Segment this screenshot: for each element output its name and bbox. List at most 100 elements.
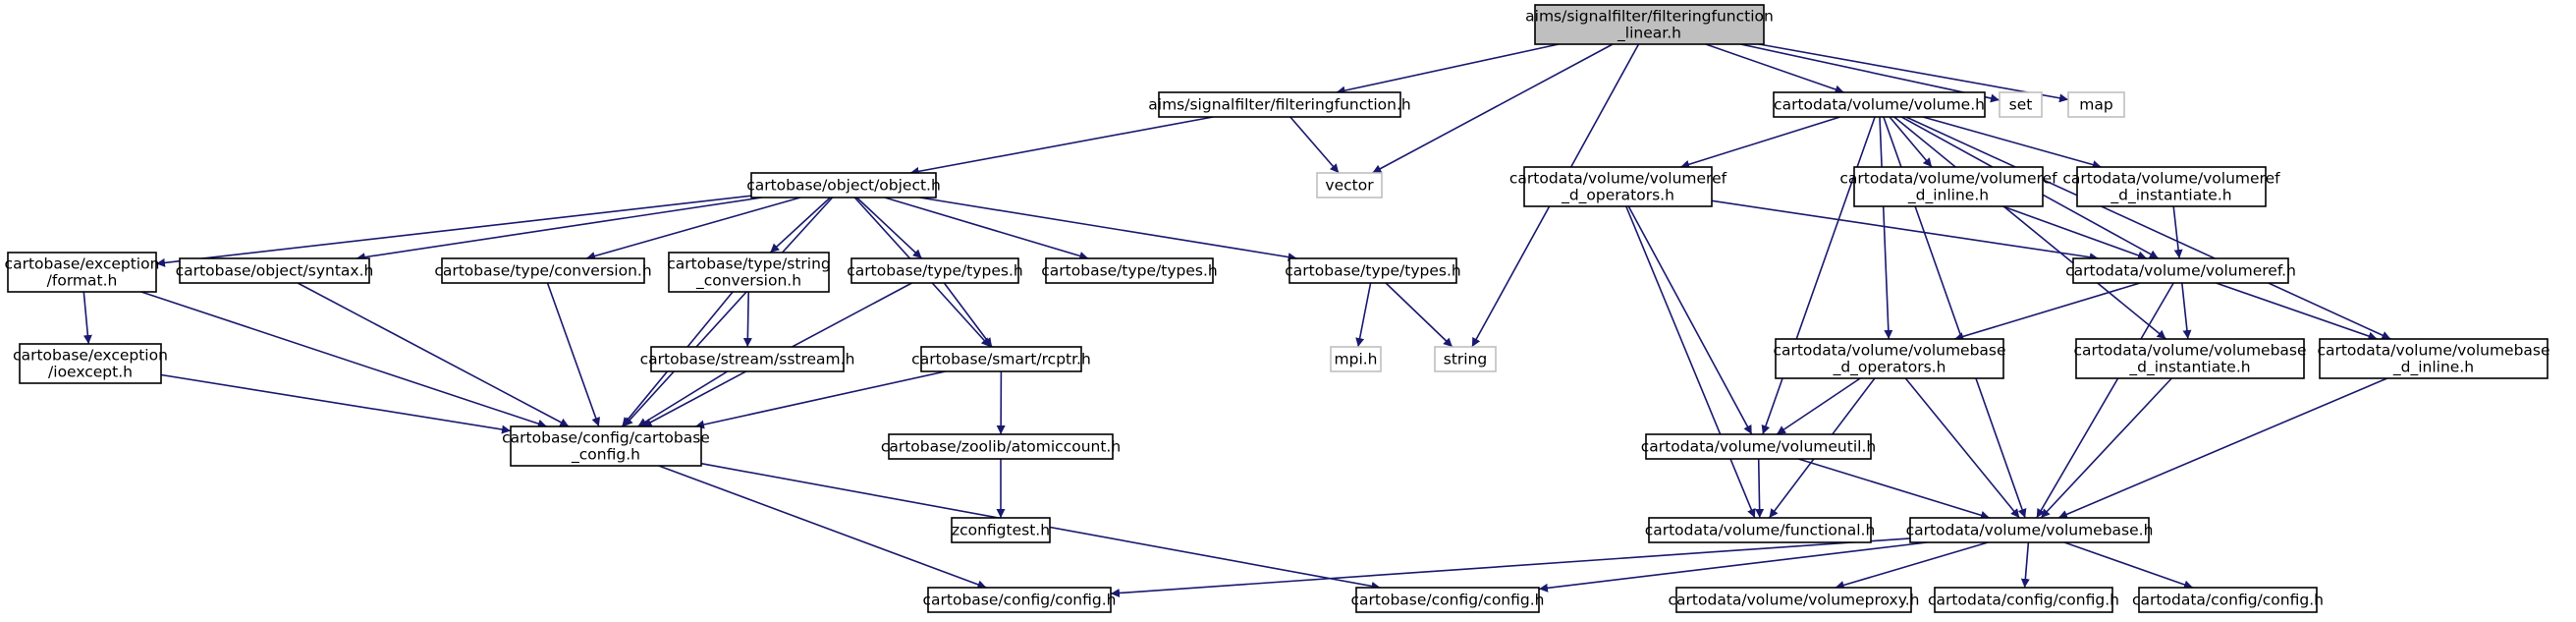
node-label: aims/signalfilter/filteringfunction	[1525, 8, 1774, 26]
node-cartobase_config[interactable]: cartobase/config/cartobase_config.h	[502, 425, 710, 467]
node-box	[2319, 338, 2549, 379]
node-box	[510, 425, 702, 467]
edge-volumebase-to-cd_config1	[2020, 541, 2030, 589]
node-volumeutil[interactable]: cartodata/volume/volumeutil.h	[1641, 433, 1876, 460]
node-root[interactable]: aims/signalfilter/filteringfunction_line…	[1525, 4, 1774, 45]
node-label: _d_inline.h	[2392, 359, 2474, 377]
node-cd_config1[interactable]: cartodata/config/config.h	[1928, 587, 2119, 613]
edge-volume-to-volumebase_d_operators	[1879, 116, 1893, 340]
node-label: cartodata/volume/volumeutil.h	[1641, 438, 1876, 456]
node-ioexcept[interactable]: cartobase/exception/ioexcept.h	[13, 343, 168, 384]
edge-volumeref-to-volumebase_d_operators	[1954, 282, 2141, 341]
node-box	[2076, 166, 2267, 207]
edge-types1-to-rcptr	[943, 282, 993, 348]
node-volumebase_d_operators[interactable]: cartodata/volume/volumebase_d_operators.…	[1773, 338, 2006, 379]
node-box	[1645, 433, 1872, 460]
node-set: set	[1999, 91, 2043, 118]
node-box	[2138, 587, 2318, 613]
node-label: cartobase/zoolib/atomiccount.h	[881, 438, 1121, 456]
edge-object-to-types2	[884, 197, 1089, 260]
node-cd_config2[interactable]: cartodata/config/config.h	[2132, 587, 2324, 613]
edge-volumebase-to-cd_config2	[2063, 541, 2194, 590]
edge-volumebase-to-config2	[1538, 541, 1928, 593]
node-label: cartobase/stream/sstream.h	[640, 351, 855, 368]
node-types2[interactable]: cartobase/type/types.h	[1041, 257, 1218, 284]
node-sstream[interactable]: cartobase/stream/sstream.h	[640, 346, 855, 372]
node-label: /ioexcept.h	[48, 364, 133, 381]
node-label: cartodata/volume/volumeref	[1839, 170, 2057, 188]
edge-ioexcept-to-cartobase_config	[160, 373, 512, 434]
node-label: _d_instantiate.h	[2110, 187, 2231, 205]
edge-object-to-syntax	[356, 197, 762, 262]
node-label: cartobase/type/string	[667, 255, 830, 273]
edge-volumeutil-to-volumebase	[1797, 458, 1991, 520]
edge-volumebase-to-config1	[1110, 537, 1911, 597]
node-syntax[interactable]: cartobase/object/syntax.h	[176, 257, 374, 284]
node-label: _config.h	[571, 446, 640, 465]
node-label: aims/signalfilter/filteringfunction.h	[1148, 96, 1410, 114]
node-volumeproxy[interactable]: cartodata/volume/volumeproxy.h	[1669, 587, 1920, 613]
edge-volumebase_d_operators-to-volumeutil	[1776, 377, 1861, 435]
node-volumeref[interactable]: cartodata/volume/volumeref.h	[2065, 257, 2296, 284]
node-box	[441, 257, 645, 284]
node-zconfigtest[interactable]: zconfigtest.h	[951, 517, 1051, 543]
edges	[82, 43, 2391, 597]
node-format[interactable]: cartobase/exception/format.h	[5, 252, 160, 293]
node-label: vector	[1325, 177, 1374, 195]
node-label: cartodata/volume/volumeref	[1509, 170, 1727, 188]
edge-object-to-string_conversion	[769, 197, 831, 254]
node-label: _linear.h	[1617, 25, 1681, 43]
edge-volumebase_d_instantiate-to-volumebase	[2040, 377, 2172, 519]
node-object[interactable]: cartobase/object/object.h	[746, 172, 941, 198]
node-map: map	[2067, 91, 2125, 118]
node-types3[interactable]: cartobase/type/types.h	[1285, 257, 1461, 284]
node-functional[interactable]: cartodata/volume/functional.h	[1645, 517, 1876, 543]
node-string_conversion[interactable]: cartobase/type/string_conversion.h	[667, 252, 831, 293]
node-volumeref_d_operators[interactable]: cartodata/volume/volumeref_d_operators.h	[1509, 166, 1727, 207]
node-config1[interactable]: cartobase/config/config.h	[923, 587, 1117, 613]
node-box	[1355, 587, 1540, 613]
edge-types3-to-string	[1385, 282, 1453, 348]
edge-root-to-map	[1759, 43, 2069, 103]
edge-syntax-to-cartobase_config	[297, 282, 570, 427]
node-string: string	[1434, 346, 1497, 372]
edge-object-to-types1	[855, 197, 923, 259]
node-volumeref_d_inline[interactable]: cartodata/volume/volumeref_d_inline.h	[1839, 166, 2057, 207]
node-atomiccount[interactable]: cartobase/zoolib/atomiccount.h	[881, 433, 1121, 460]
node-conversion[interactable]: cartobase/type/conversion.h	[434, 257, 652, 284]
edge-object-to-cartobase_config	[623, 197, 834, 427]
edge-volume-to-volumebase_d_inline	[1905, 116, 2391, 340]
node-rcptr[interactable]: cartobase/smart/rcptr.h	[911, 346, 1091, 372]
node-label: cartobase/exception	[13, 347, 168, 365]
edge-volumeref_d_operators-to-volumeutil	[1627, 205, 1753, 435]
node-filteringfunction[interactable]: aims/signalfilter/filteringfunction.h	[1148, 91, 1411, 118]
node-label: cartodata/volume/volumebase	[1773, 342, 2005, 360]
nodes: aims/signalfilter/filteringfunction_line…	[5, 4, 2550, 613]
node-config2[interactable]: cartobase/config/config.h	[1351, 587, 1545, 613]
edge-volumeref-to-volumebase_d_instantiate	[2181, 282, 2192, 340]
node-label: _d_operators.h	[1561, 187, 1674, 205]
node-types1[interactable]: cartobase/type/types.h	[847, 257, 1023, 284]
edge-filteringfunction-to-object	[909, 116, 1214, 176]
node-box	[1434, 346, 1497, 372]
node-label: _d_inline.h	[1907, 187, 1989, 205]
node-volumebase_d_instantiate[interactable]: cartodata/volume/volumebase_d_instantiat…	[2073, 338, 2307, 379]
edge-volumeref_d_operators-to-volumeref	[1711, 199, 2099, 262]
node-volumebase_d_inline[interactable]: cartodata/volume/volumebase_d_inline.h	[2317, 338, 2550, 379]
node-box	[650, 346, 845, 372]
node-label: _d_instantiate.h	[2128, 359, 2250, 377]
node-box	[1330, 346, 1382, 372]
node-volumebase[interactable]: cartodata/volume/volumebase.h	[1906, 517, 2154, 543]
edge-root-to-filteringfunction	[1336, 43, 1560, 95]
edge-format-to-ioexcept	[82, 291, 92, 345]
node-label: cartobase/type/conversion.h	[434, 262, 651, 280]
node-box	[1045, 257, 1214, 284]
node-volumeref_d_instantiate[interactable]: cartodata/volume/volumeref_d_instantiate…	[2062, 166, 2280, 207]
node-label: cartobase/type/types.h	[1285, 262, 1460, 280]
edge-conversion-to-cartobase_config	[546, 282, 601, 427]
edge-types3-to-mpi	[1355, 282, 1372, 348]
node-volume[interactable]: cartodata/volume/volume.h	[1773, 91, 1986, 118]
edge-volumebase-to-volumeproxy	[1835, 541, 1989, 590]
node-box	[1773, 91, 1986, 118]
